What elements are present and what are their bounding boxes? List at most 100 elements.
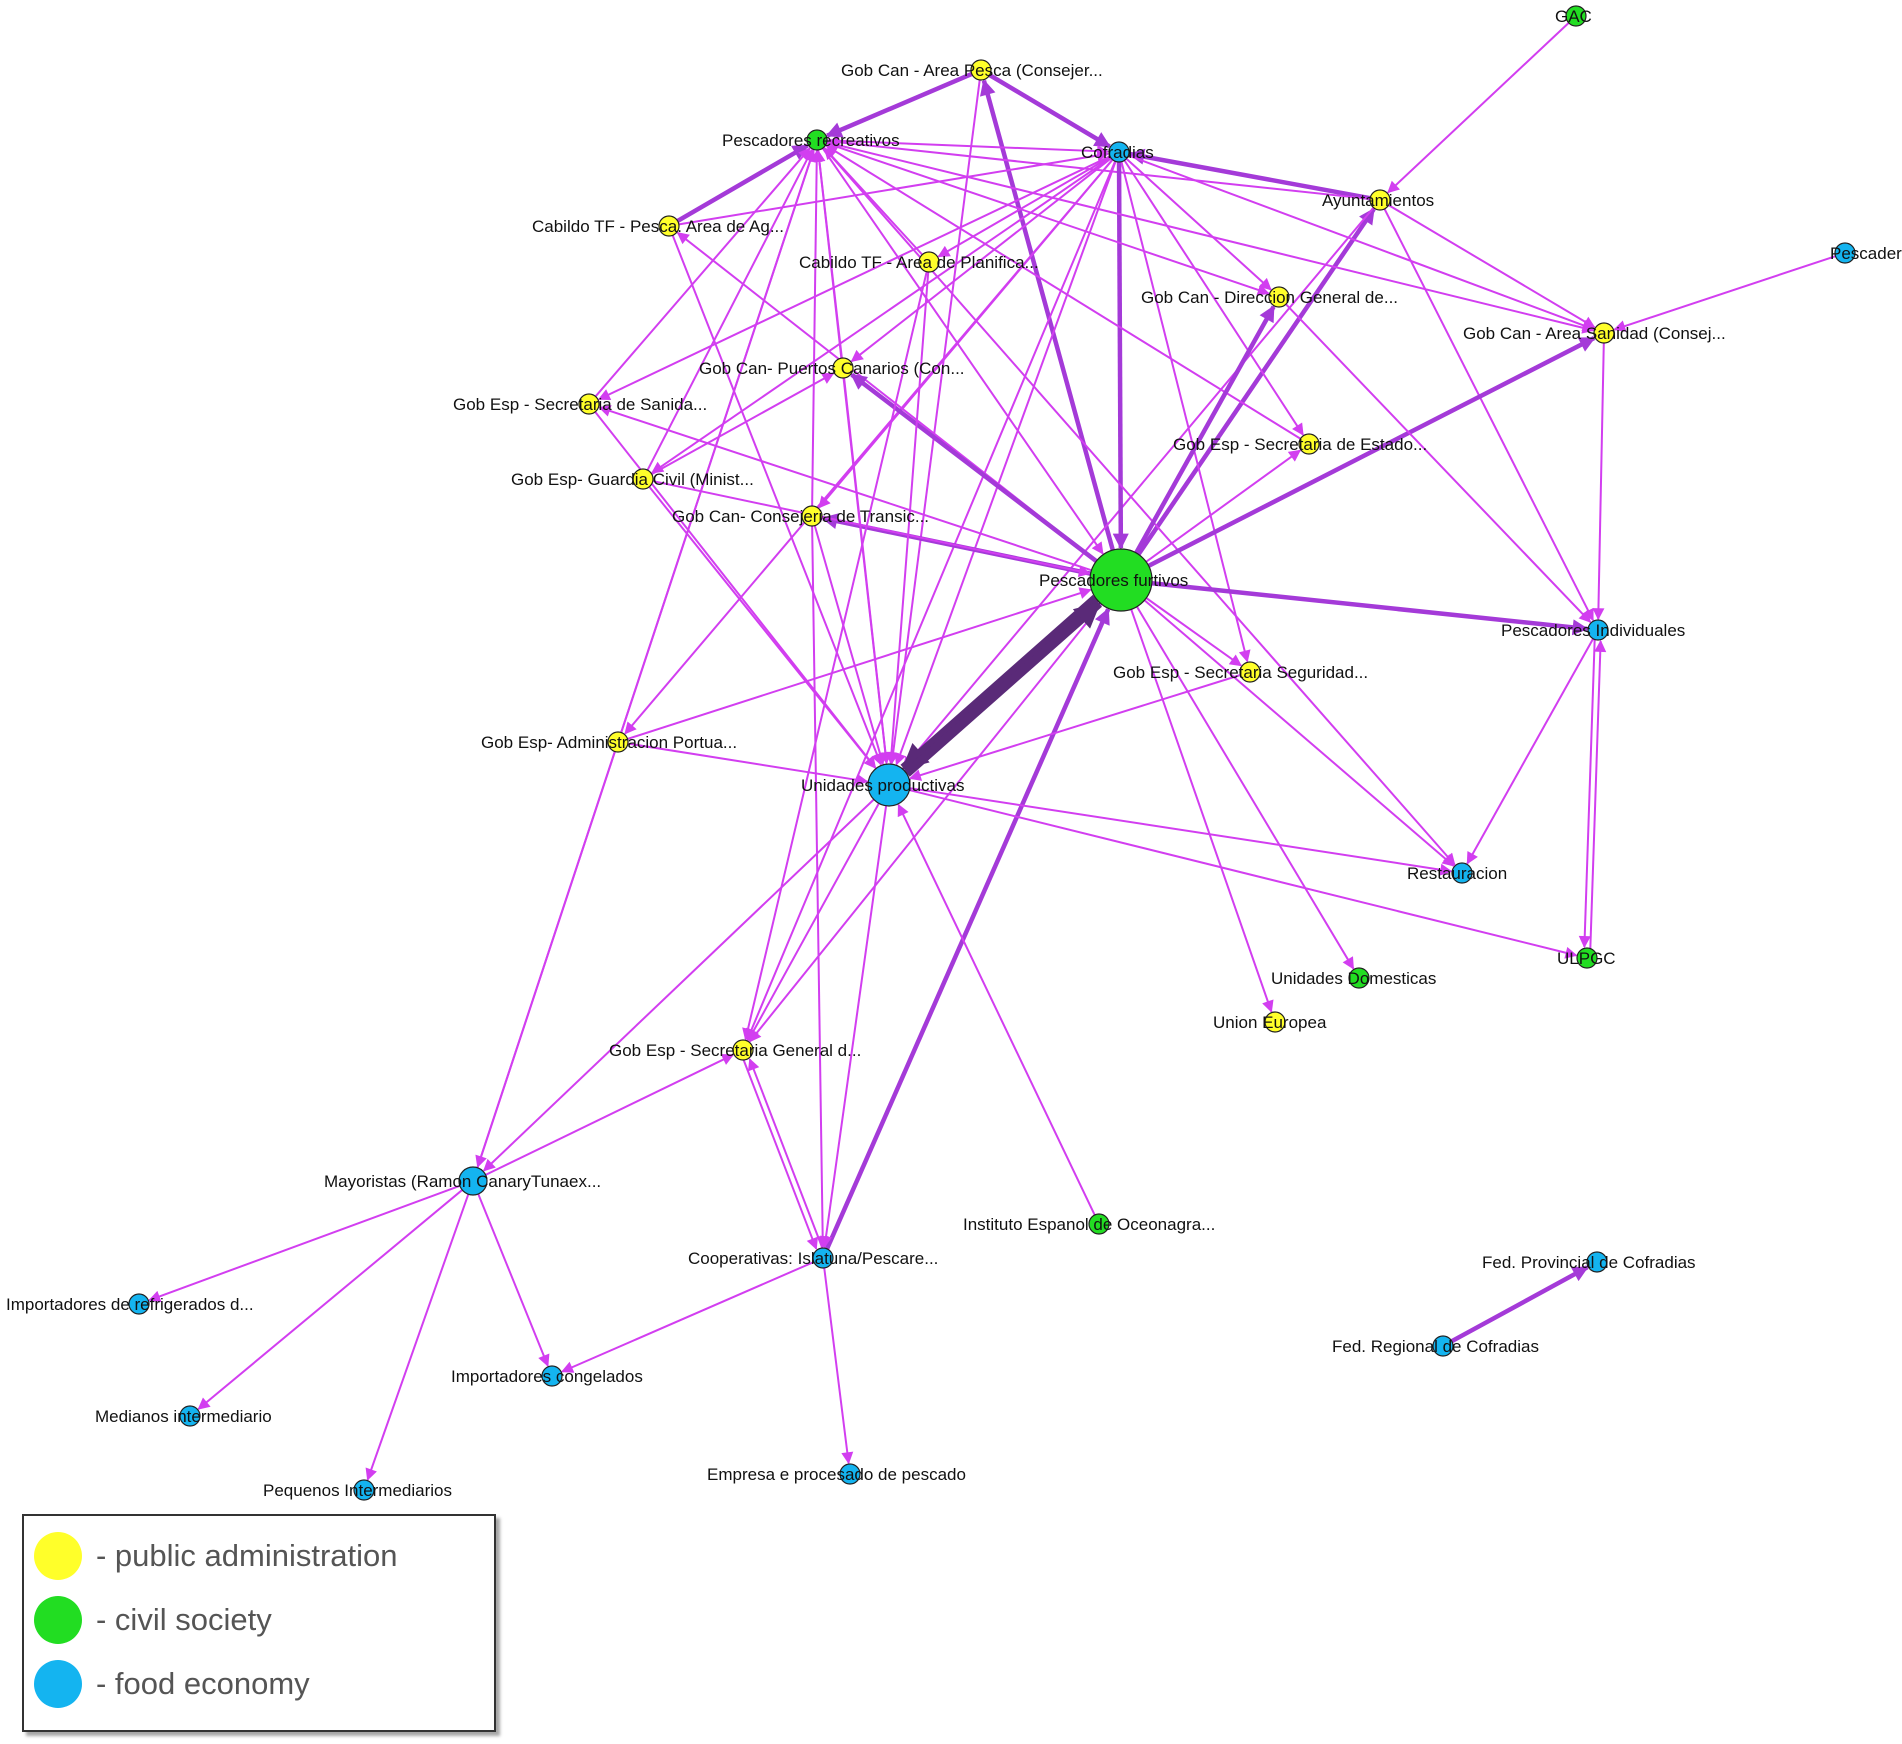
node-gegen[interactable] <box>732 1039 754 1061</box>
edge-mayor-to-importcong <box>477 1193 550 1367</box>
node-importref[interactable] <box>128 1293 150 1315</box>
node-label-geseg: Gob Esp - Secretaria Seguridad... <box>1113 663 1368 682</box>
node-uprod[interactable] <box>867 763 911 807</box>
edge-cofr-to-pfurt <box>1112 161 1129 550</box>
node-label-cabpesca: Cabildo TF - Pesca. Area de Ag... <box>532 217 784 236</box>
edge-coop-to-empresa <box>823 1267 854 1465</box>
edge-coop-to-gegen <box>748 1058 824 1248</box>
node-fedreg[interactable] <box>1432 1335 1454 1357</box>
edge-geadmin-to-pfurt <box>627 587 1092 740</box>
node-pfurt[interactable] <box>1089 548 1153 612</box>
node-cofr[interactable] <box>1108 141 1130 163</box>
node-label-empresa: Empresa e procesado de pescado <box>707 1465 966 1484</box>
edge-pfurt-to-gcsan <box>1147 336 1596 568</box>
node-pequenos[interactable] <box>353 1479 375 1501</box>
edge-ieo-to-uprod <box>897 803 1096 1216</box>
edge-mayor-to-importref <box>148 1184 461 1303</box>
node-cabpesca[interactable] <box>658 215 680 237</box>
edge-ayunt-to-precre <box>826 136 1371 200</box>
edge-precre-to-pfurt <box>821 147 1104 555</box>
node-gcpesca[interactable] <box>970 59 992 81</box>
public-administration-swatch <box>34 1532 82 1580</box>
node-label-pind: Pescadores Individuales <box>1501 621 1685 640</box>
food-economy-swatch <box>34 1660 82 1708</box>
node-label-cabplan: Cabildo TF - Area de Planifica... <box>799 253 1039 272</box>
node-label-pescaderias: Pescaderias <box>1830 244 1902 263</box>
edge-cofr-to-uprod <box>894 161 1117 766</box>
edge-pfurt-to-udom <box>1136 606 1355 970</box>
node-label-importcong: Importadores congelados <box>451 1367 643 1386</box>
node-label-precre: Pescadores recreativos <box>722 131 900 150</box>
node-geadmin[interactable] <box>607 731 629 753</box>
edge-pind-to-ulpgc <box>1578 639 1596 949</box>
node-medianos[interactable] <box>179 1405 201 1427</box>
node-gac[interactable] <box>1565 5 1587 27</box>
node-label-gcsan: Gob Can - Area Sanidad (Consej... <box>1463 324 1726 343</box>
civil-society-swatch <box>34 1596 82 1644</box>
node-label-gegen: Gob Esp - Secretaria General d... <box>609 1041 861 1060</box>
node-label-cofr: Cofradias <box>1081 143 1154 162</box>
node-precre[interactable] <box>806 129 828 151</box>
edge-pfurt-to-gcpesca <box>980 79 1115 551</box>
node-coop[interactable] <box>812 1247 834 1269</box>
edge-pfurt-to-rest <box>1143 599 1455 867</box>
node-gctransic[interactable] <box>801 505 823 527</box>
node-gesanid[interactable] <box>578 393 600 415</box>
node-geseg[interactable] <box>1239 661 1261 683</box>
node-ayunt[interactable] <box>1369 189 1391 211</box>
edge-uprod-to-mayor <box>482 798 875 1172</box>
node-rest[interactable] <box>1451 862 1473 884</box>
node-ulpgc[interactable] <box>1576 947 1598 969</box>
node-importcong[interactable] <box>541 1365 563 1387</box>
node-label-gac: GAC <box>1555 7 1592 26</box>
edge-geguardia-to-gcpuertos <box>651 372 835 476</box>
node-label-geguardia: Gob Esp- Guardia Civil (Minist... <box>511 470 754 489</box>
node-label-gesanid: Gob Esp - Secretaria de Sanida... <box>453 395 707 414</box>
legend-item-food-economy: - food economy <box>34 1660 310 1708</box>
node-gcsan[interactable] <box>1593 322 1615 344</box>
node-ieo[interactable] <box>1088 1213 1110 1235</box>
node-empresa[interactable] <box>839 1463 861 1485</box>
edge-pfurt-to-gesanid <box>598 405 1092 572</box>
node-label-gcdir: Gob Can - Direccion General de... <box>1141 288 1398 307</box>
edge-mayor-to-gegen <box>485 1053 735 1176</box>
edge-ulpgc-to-pind <box>1589 639 1607 949</box>
edge-gctransic-to-coop <box>811 525 829 1249</box>
edge-gctransic-to-uprod <box>813 525 886 766</box>
node-fedprov[interactable] <box>1586 1251 1608 1273</box>
node-udom[interactable] <box>1348 967 1370 989</box>
edge-uprod-to-gegen <box>747 802 880 1042</box>
edge-mayor-to-pequenos <box>365 1193 470 1481</box>
edge-pfurt-to-gcdir <box>1134 305 1276 555</box>
node-label-rest: Restauracion <box>1407 864 1507 883</box>
node-label-importref: Importadores de refrigerados d... <box>6 1295 254 1314</box>
node-geestado[interactable] <box>1298 433 1320 455</box>
node-pind[interactable] <box>1587 619 1609 641</box>
node-ue[interactable] <box>1264 1011 1286 1033</box>
edge-layer <box>148 22 1836 1481</box>
node-label-fedreg: Fed. Regional de Cofradias <box>1332 1337 1539 1356</box>
edge-pfurt-to-gegen <box>749 603 1103 1043</box>
edge-uprod-to-coop <box>820 805 888 1249</box>
node-label-ayunt: Ayuntamientos <box>1322 191 1434 210</box>
edge-cofr-to-geestado <box>1123 159 1304 436</box>
edge-cabplan-to-uprod <box>885 271 930 765</box>
edge-cofr-to-geseg <box>1120 161 1251 663</box>
legend-label: - food economy <box>96 1666 310 1701</box>
node-label-geadmin: Gob Esp- Administracion Portua... <box>481 733 737 752</box>
node-pescaderias[interactable] <box>1834 242 1856 264</box>
edge-precre-to-cofr <box>826 139 1110 158</box>
edge-pfurt-to-ue <box>1130 608 1274 1013</box>
node-label-ulpgc: ULPGC <box>1557 949 1616 968</box>
node-geguardia[interactable] <box>632 468 654 490</box>
node-gcpuertos[interactable] <box>832 357 854 379</box>
node-label-pfurt: Pescadores furtivos <box>1039 571 1188 590</box>
edge-precre-to-gcdir <box>826 142 1270 296</box>
edge-gcpuertos-to-precre <box>813 149 843 359</box>
node-label-coop: Cooperativas: Islatuna/Pescare... <box>688 1249 938 1268</box>
node-cabplan[interactable] <box>918 251 940 273</box>
node-mayor[interactable] <box>458 1166 488 1196</box>
edge-geseg-to-uprod <box>908 674 1241 781</box>
node-gcdir[interactable] <box>1268 286 1290 308</box>
